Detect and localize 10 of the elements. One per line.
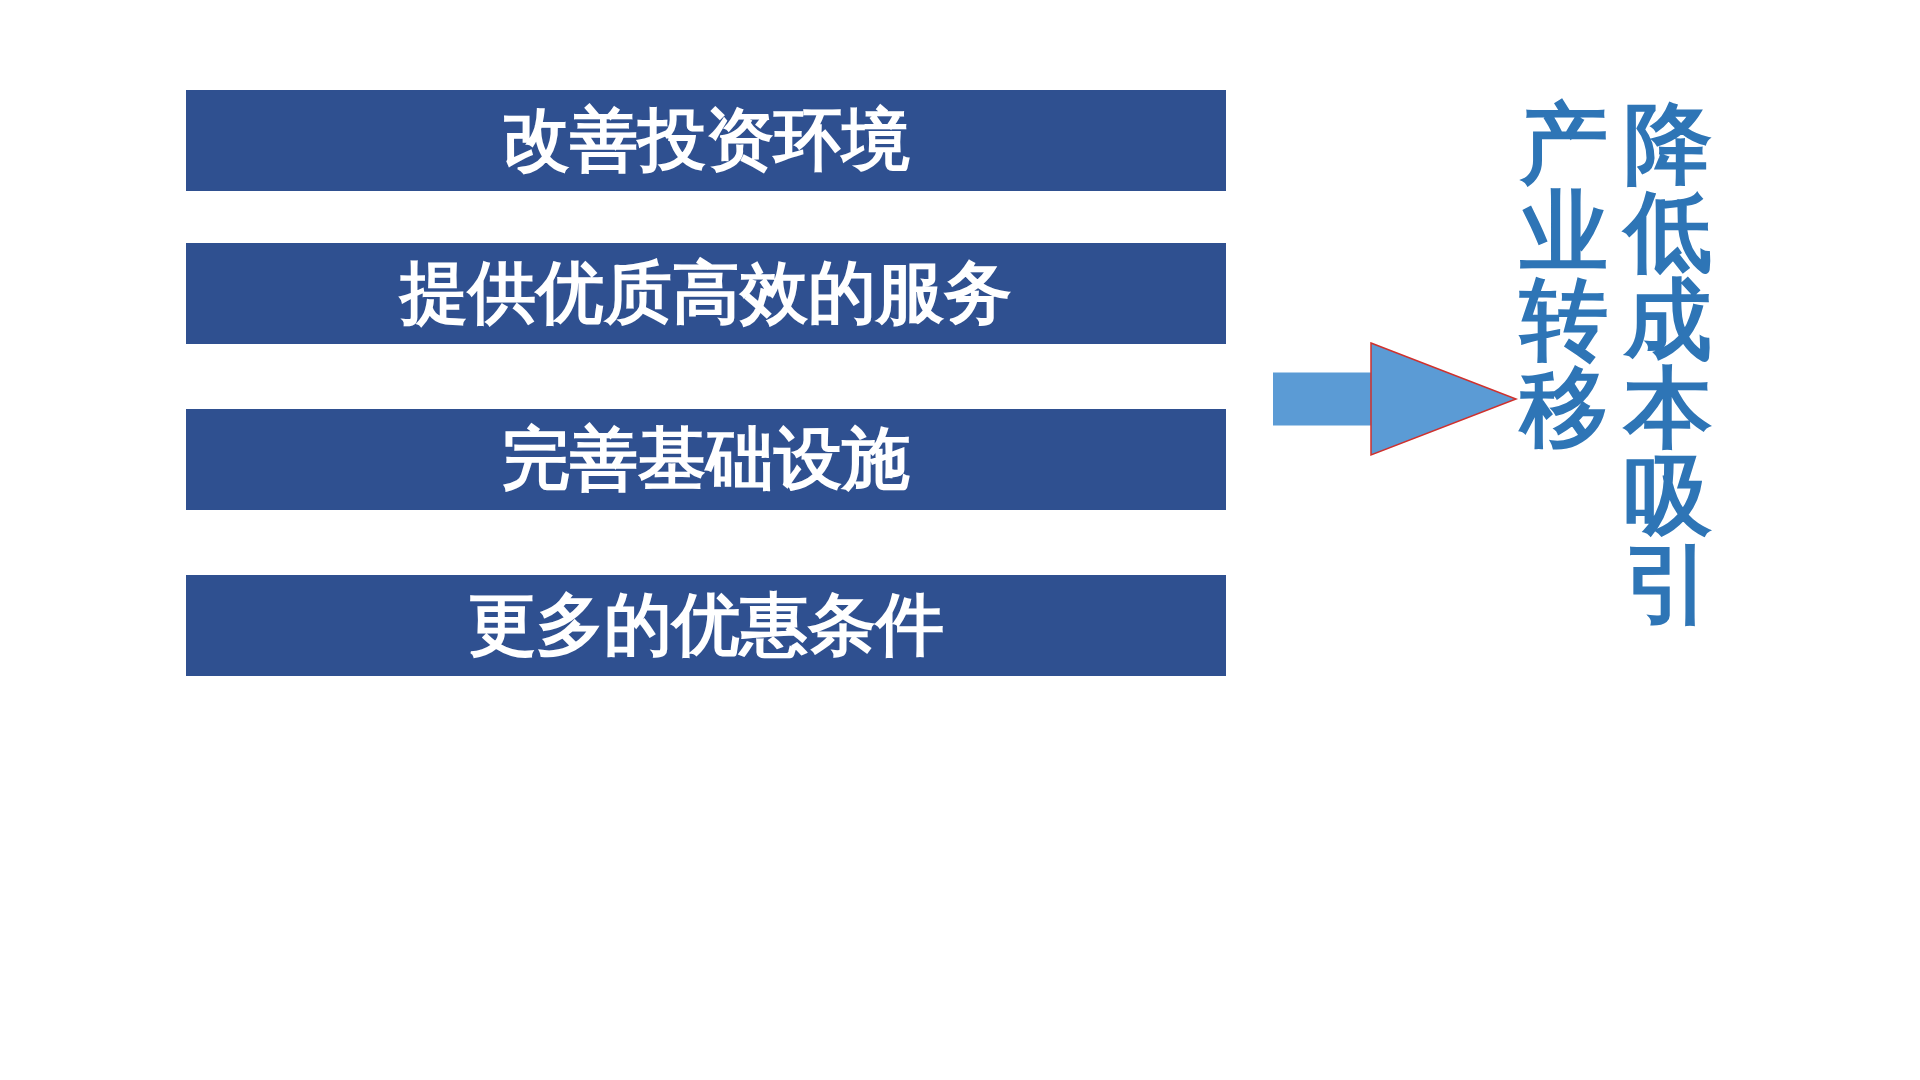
bar-label: 更多的优惠条件 <box>468 584 944 666</box>
vertical-heading: 产业转移 <box>1520 100 1608 452</box>
title-bar <box>186 409 1226 510</box>
title-bar <box>186 243 1226 344</box>
block-arrow <box>1273 342 1517 456</box>
title-bar <box>186 90 1226 191</box>
bar-label: 提供优质高效的服务 <box>400 252 1012 334</box>
title-bar <box>186 575 1226 676</box>
bar-label: 改善投资环境 <box>502 99 910 181</box>
bar-label: 完善基础设施 <box>502 418 910 500</box>
